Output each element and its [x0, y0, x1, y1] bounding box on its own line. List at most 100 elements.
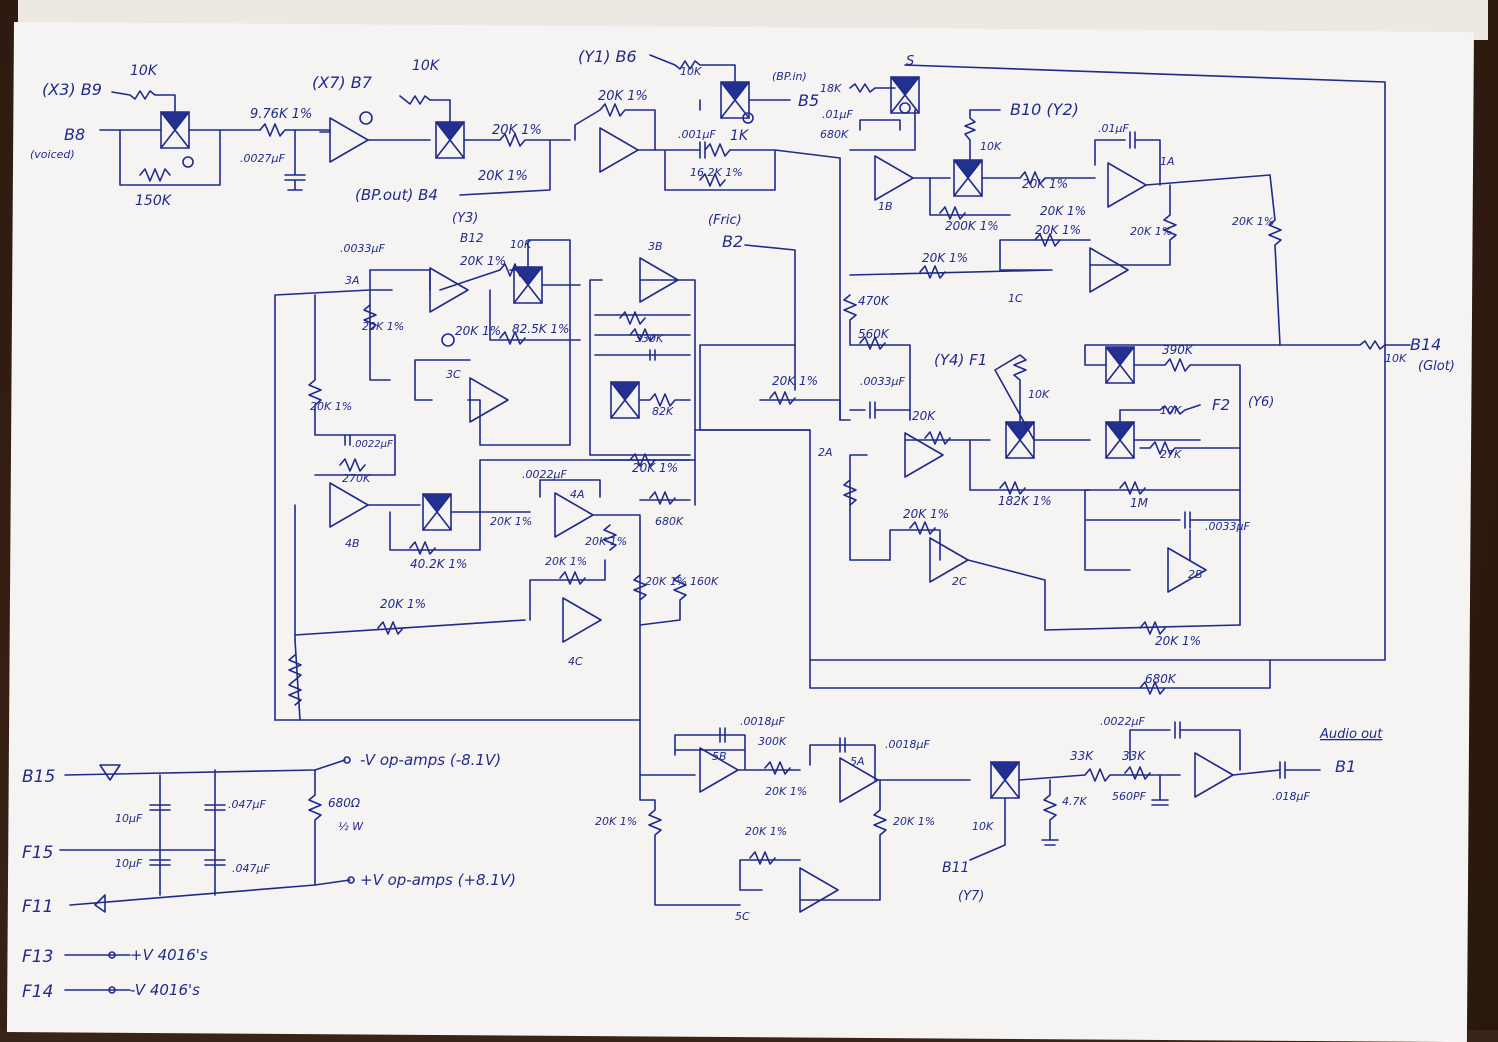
analog-switch-u12a [890, 76, 920, 114]
label-r33k-b: 33K [1122, 749, 1146, 763]
label-c0022a: .0022μF [352, 439, 393, 450]
label-r270k: 270K [342, 472, 371, 485]
label-r20k-r: 20K 1% [490, 515, 532, 528]
label-r20k-v: 20K 1% [380, 597, 426, 611]
label-b2: B2 [722, 232, 743, 251]
label-r20k-w: 20K 1% [1155, 634, 1201, 648]
label-b1: B1 [1335, 757, 1356, 776]
label-b5: B5 [798, 91, 819, 110]
label-y1-b6: (Y1) B6 [578, 47, 637, 66]
label-c001: .001μF [678, 128, 716, 141]
label-audio-out: Audio out [1319, 727, 1383, 742]
label-r10k-a: 10K [130, 63, 159, 79]
label-r20k-c: 20K 1% [598, 89, 648, 104]
label-b15: B15 [22, 767, 55, 787]
label-node-5a: 5A [850, 755, 865, 768]
label-r200k: 200K 1% [945, 219, 999, 233]
analog-switch-u5d [990, 761, 1020, 799]
label-b11: B11 [942, 860, 969, 876]
label-x7-b7: (X7) B7 [312, 73, 373, 92]
label-c047a: .047μF [228, 798, 266, 811]
label-c0033a: .0033μF [340, 242, 385, 255]
analog-switch-u5b [1005, 421, 1035, 459]
label-c0033b: .0033μF [860, 375, 905, 388]
label-bp-out: (BP.out) B4 [355, 186, 438, 204]
label-f11: F11 [22, 897, 53, 917]
label-r680ohm: 680Ω [328, 796, 361, 810]
analog-switch-u11b [435, 121, 465, 159]
label-r10k-b: 10K [412, 58, 441, 74]
label-f15: F15 [22, 843, 53, 863]
label-r10k-i: 10K [972, 820, 994, 833]
label-r20k-n: 20K 1% [772, 374, 818, 388]
label-c01a: .01μF [822, 108, 853, 121]
opamp-u10 [329, 117, 369, 163]
label-c0022b: .0022μF [522, 468, 567, 481]
label-r20k-u: 20K 1% [545, 555, 587, 568]
label-r20k-t: 20K 1% [645, 575, 687, 588]
label-f13: F13 [22, 947, 53, 967]
label-r680k-a: 680K [820, 128, 849, 141]
label-node-3b: 3B [648, 240, 663, 253]
label-c01b: .01μF [1098, 122, 1129, 135]
label-r20k-x: 20K 1% [765, 785, 807, 798]
label-r10k-g: 10K [1028, 388, 1050, 401]
label-node-2a: 2A [818, 446, 833, 459]
label-r20k-y: 20K 1% [595, 815, 637, 828]
label-c10b: 10μF [115, 857, 143, 870]
label-r20k-j: 20K 1% [460, 254, 506, 268]
label-r680k-c: 680K [1145, 672, 1177, 686]
label-node-1c: 1C [1008, 292, 1023, 305]
label-r162k: 16.2K 1% [690, 166, 743, 179]
analog-switch-u11e [422, 493, 452, 531]
label-r680k-b: 680K [655, 515, 684, 528]
label-r330k: 330K [635, 332, 664, 345]
label-node-4a: 4A [570, 488, 585, 501]
label-f2: F2 [1212, 396, 1230, 414]
label-r20k-d: 20K 1% [1022, 177, 1068, 191]
label-r20k-z: 20K 1% [745, 825, 787, 838]
label-c10a: 10μF [115, 812, 143, 825]
opamp-u10b [599, 127, 639, 173]
opamp-u1b [1194, 752, 1234, 798]
analog-switch-u5a [513, 266, 543, 304]
label-c560: 560PF [1112, 790, 1147, 803]
label-b14: B14 [1410, 335, 1441, 354]
label-c0033c: .0033μF [1205, 520, 1250, 533]
label-glot: (Glot) [1418, 359, 1455, 374]
label-r1m: 1M [1130, 496, 1149, 510]
label-r20k-g: 20K 1% [1232, 215, 1274, 228]
label-s: S [906, 54, 914, 69]
label-v-neg: -V op-amps (-8.1V) [360, 751, 501, 769]
label-watt: ½ W [338, 820, 364, 833]
analog-switch-u11f [1105, 346, 1135, 384]
label-node-4c: 4C [568, 655, 583, 668]
label-b8: B8 [64, 125, 85, 144]
label-c0018a: .0018μF [740, 715, 785, 728]
label-y4-f1: (Y4) F1 [934, 351, 987, 369]
label-r18k: 18K [820, 82, 842, 95]
label-r20k-h: 20K 1% [1035, 223, 1081, 237]
label-r160k: 160K [690, 575, 719, 588]
label-x3-b9: (X3) B9 [42, 80, 102, 99]
label-r1k: 1K [730, 128, 750, 144]
label-r402k: 40.2K 1% [410, 557, 467, 571]
label-r20k-aa: 20K 1% [893, 815, 935, 828]
label-r390k: 390K [1162, 343, 1194, 357]
label-node-1a: 1A [1160, 155, 1175, 168]
label-voiced: (voiced) [30, 148, 75, 161]
analog-switch-u11c [720, 81, 750, 119]
label-r20k-i: 20K 1% [922, 251, 968, 265]
opamp-u8a [1089, 247, 1129, 293]
analog-switch-u11d [953, 159, 983, 197]
label-y6: (Y6) [1248, 395, 1274, 410]
label-r560k: 560K [858, 327, 890, 341]
label-r82k: 82K [652, 405, 674, 418]
label-node-1b: 1B [878, 200, 893, 213]
label-fric: (Fric) [708, 213, 742, 228]
label-r20k-p: 20K 1% [903, 507, 949, 521]
analog-switch-u11a [160, 111, 190, 149]
label-r470k: 470K [858, 294, 890, 308]
label-node-2c: 2C [952, 575, 967, 588]
